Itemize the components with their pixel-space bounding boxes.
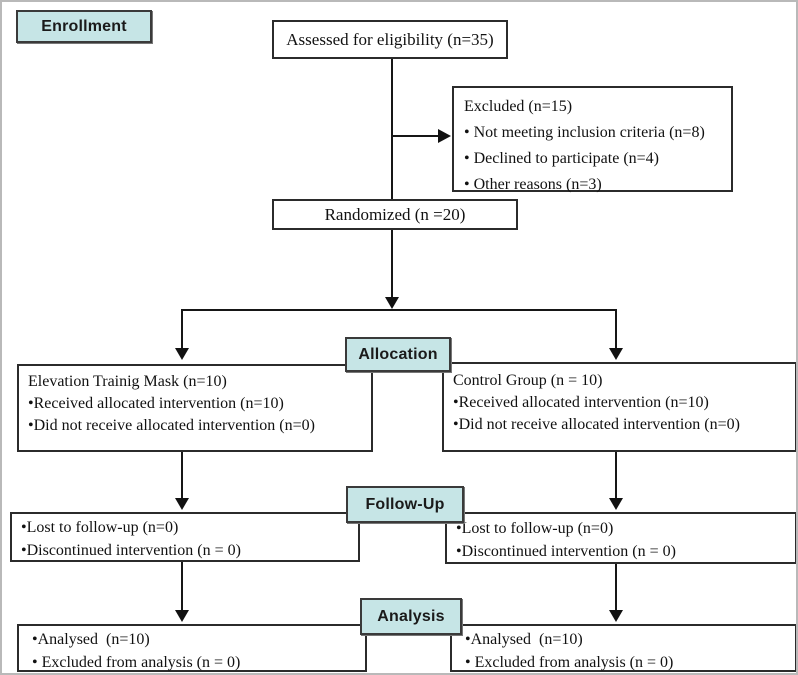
analysis-left-item: •Analysed (n=10) [32,631,150,648]
connector-followup-to-analysis-left [181,562,183,611]
allocation-left-item: •Did not receive allocated intervention … [28,417,315,434]
connector-assessed-to-randomized [391,59,393,199]
arrowhead-analysis-left [175,610,189,622]
randomized-text: Randomized (n =20) [324,204,466,224]
allocation-left-box: Elevation Trainig Mask (n=10) •Received … [17,364,373,452]
connector-split-left [181,311,183,349]
connector-followup-to-analysis-right [615,564,617,611]
arrowhead-followup-right [609,498,623,510]
stage-label-analysis: Analysis [360,598,462,635]
arrowhead-excluded [438,129,451,143]
assessed-eligibility-box: Assessed for eligibility (n=35) [272,20,508,59]
analysis-right-box: •Analysed (n=10) • Excluded from analysi… [450,624,796,672]
randomized-box: Randomized (n =20) [272,199,518,230]
connector-split-horizontal [181,309,617,311]
assessed-eligibility-text: Assessed for eligibility (n=35) [286,29,494,49]
stage-label-enrollment: Enrollment [16,10,152,43]
analysis-right-item: • Excluded from analysis (n = 0) [465,654,674,671]
followup-right-item: •Lost to follow-up (n=0) [456,520,614,537]
excluded-item: • Not meeting inclusion criteria (n=8) [464,124,705,141]
allocation-left-title: Elevation Trainig Mask (n=10) [28,373,227,390]
followup-left-item: •Lost to follow-up (n=0) [21,519,179,536]
analysis-right-item: •Analysed (n=10) [465,631,583,648]
stage-label-followup: Follow-Up [346,486,464,523]
stage-label-allocation: Allocation [345,337,451,372]
allocation-right-item: •Did not receive allocated intervention … [453,416,740,433]
arrowhead-allocation-left [175,348,189,360]
followup-right-item: •Discontinued intervention (n = 0) [456,543,676,560]
analysis-left-item: • Excluded from analysis (n = 0) [32,654,241,671]
arrowhead-randomized-down [385,297,399,309]
connector-to-excluded [392,135,440,137]
followup-left-item: •Discontinued intervention (n = 0) [21,542,241,559]
excluded-box: Excluded (n=15) • Not meeting inclusion … [452,86,733,193]
allocation-right-item: •Received allocated intervention (n=10) [453,394,709,411]
followup-right-box: •Lost to follow-up (n=0) •Discontinued i… [445,512,796,564]
excluded-title: Excluded (n=15) [464,98,573,115]
allocation-left-item: •Received allocated intervention (n=10) [28,395,284,412]
arrowhead-allocation-right [609,348,623,360]
connector-randomized-down [391,230,393,298]
followup-left-box: •Lost to follow-up (n=0) •Discontinued i… [10,512,360,562]
arrowhead-followup-left [175,498,189,510]
arrowhead-analysis-right [609,610,623,622]
connector-alloc-to-followup-right [615,452,617,499]
excluded-item: • Other reasons (n=3) [464,176,602,193]
analysis-left-box: •Analysed (n=10) • Excluded from analysi… [17,624,367,672]
allocation-right-box: Control Group (n = 10) •Received allocat… [442,362,796,452]
connector-alloc-to-followup-left [181,452,183,499]
allocation-right-title: Control Group (n = 10) [453,372,603,389]
excluded-item: • Declined to participate (n=4) [464,150,659,167]
connector-split-right [615,311,617,349]
